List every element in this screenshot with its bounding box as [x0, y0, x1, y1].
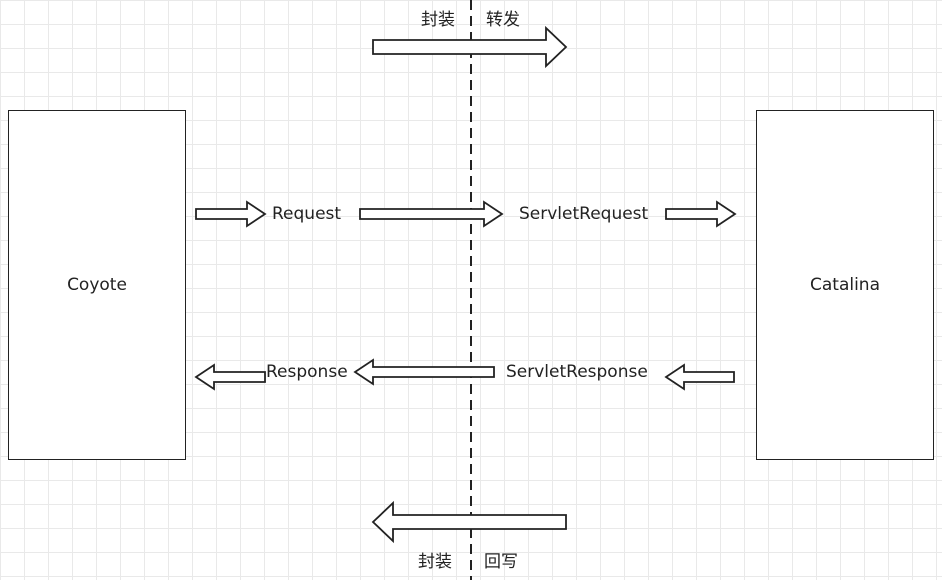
top-forward-arrow	[372, 25, 568, 69]
servlet-request-label: ServletRequest	[519, 204, 649, 224]
arrow-response-to-coyote	[194, 363, 266, 391]
arrow-request-to-servletrequest	[359, 200, 504, 228]
coyote-label: Coyote	[67, 275, 127, 295]
bottom-return-arrow	[371, 500, 567, 544]
top-left-label: 封装	[421, 10, 455, 30]
bottom-left-label: 封装	[418, 552, 452, 572]
arrow-catalina-to-servletresponse	[664, 363, 735, 391]
servlet-response-label: ServletResponse	[506, 362, 648, 382]
coyote-box: Coyote	[8, 110, 186, 460]
request-label: Request	[272, 204, 342, 224]
arrow-servletrequest-to-catalina	[665, 200, 737, 228]
response-label: Response	[266, 362, 348, 382]
catalina-label: Catalina	[809, 275, 880, 295]
top-right-label: 转发	[486, 10, 520, 30]
arrow-coyote-to-request	[195, 200, 267, 228]
arrow-servletresponse-to-response	[353, 358, 495, 386]
bottom-right-label: 回写	[484, 552, 518, 572]
catalina-box: Catalina	[756, 110, 934, 460]
